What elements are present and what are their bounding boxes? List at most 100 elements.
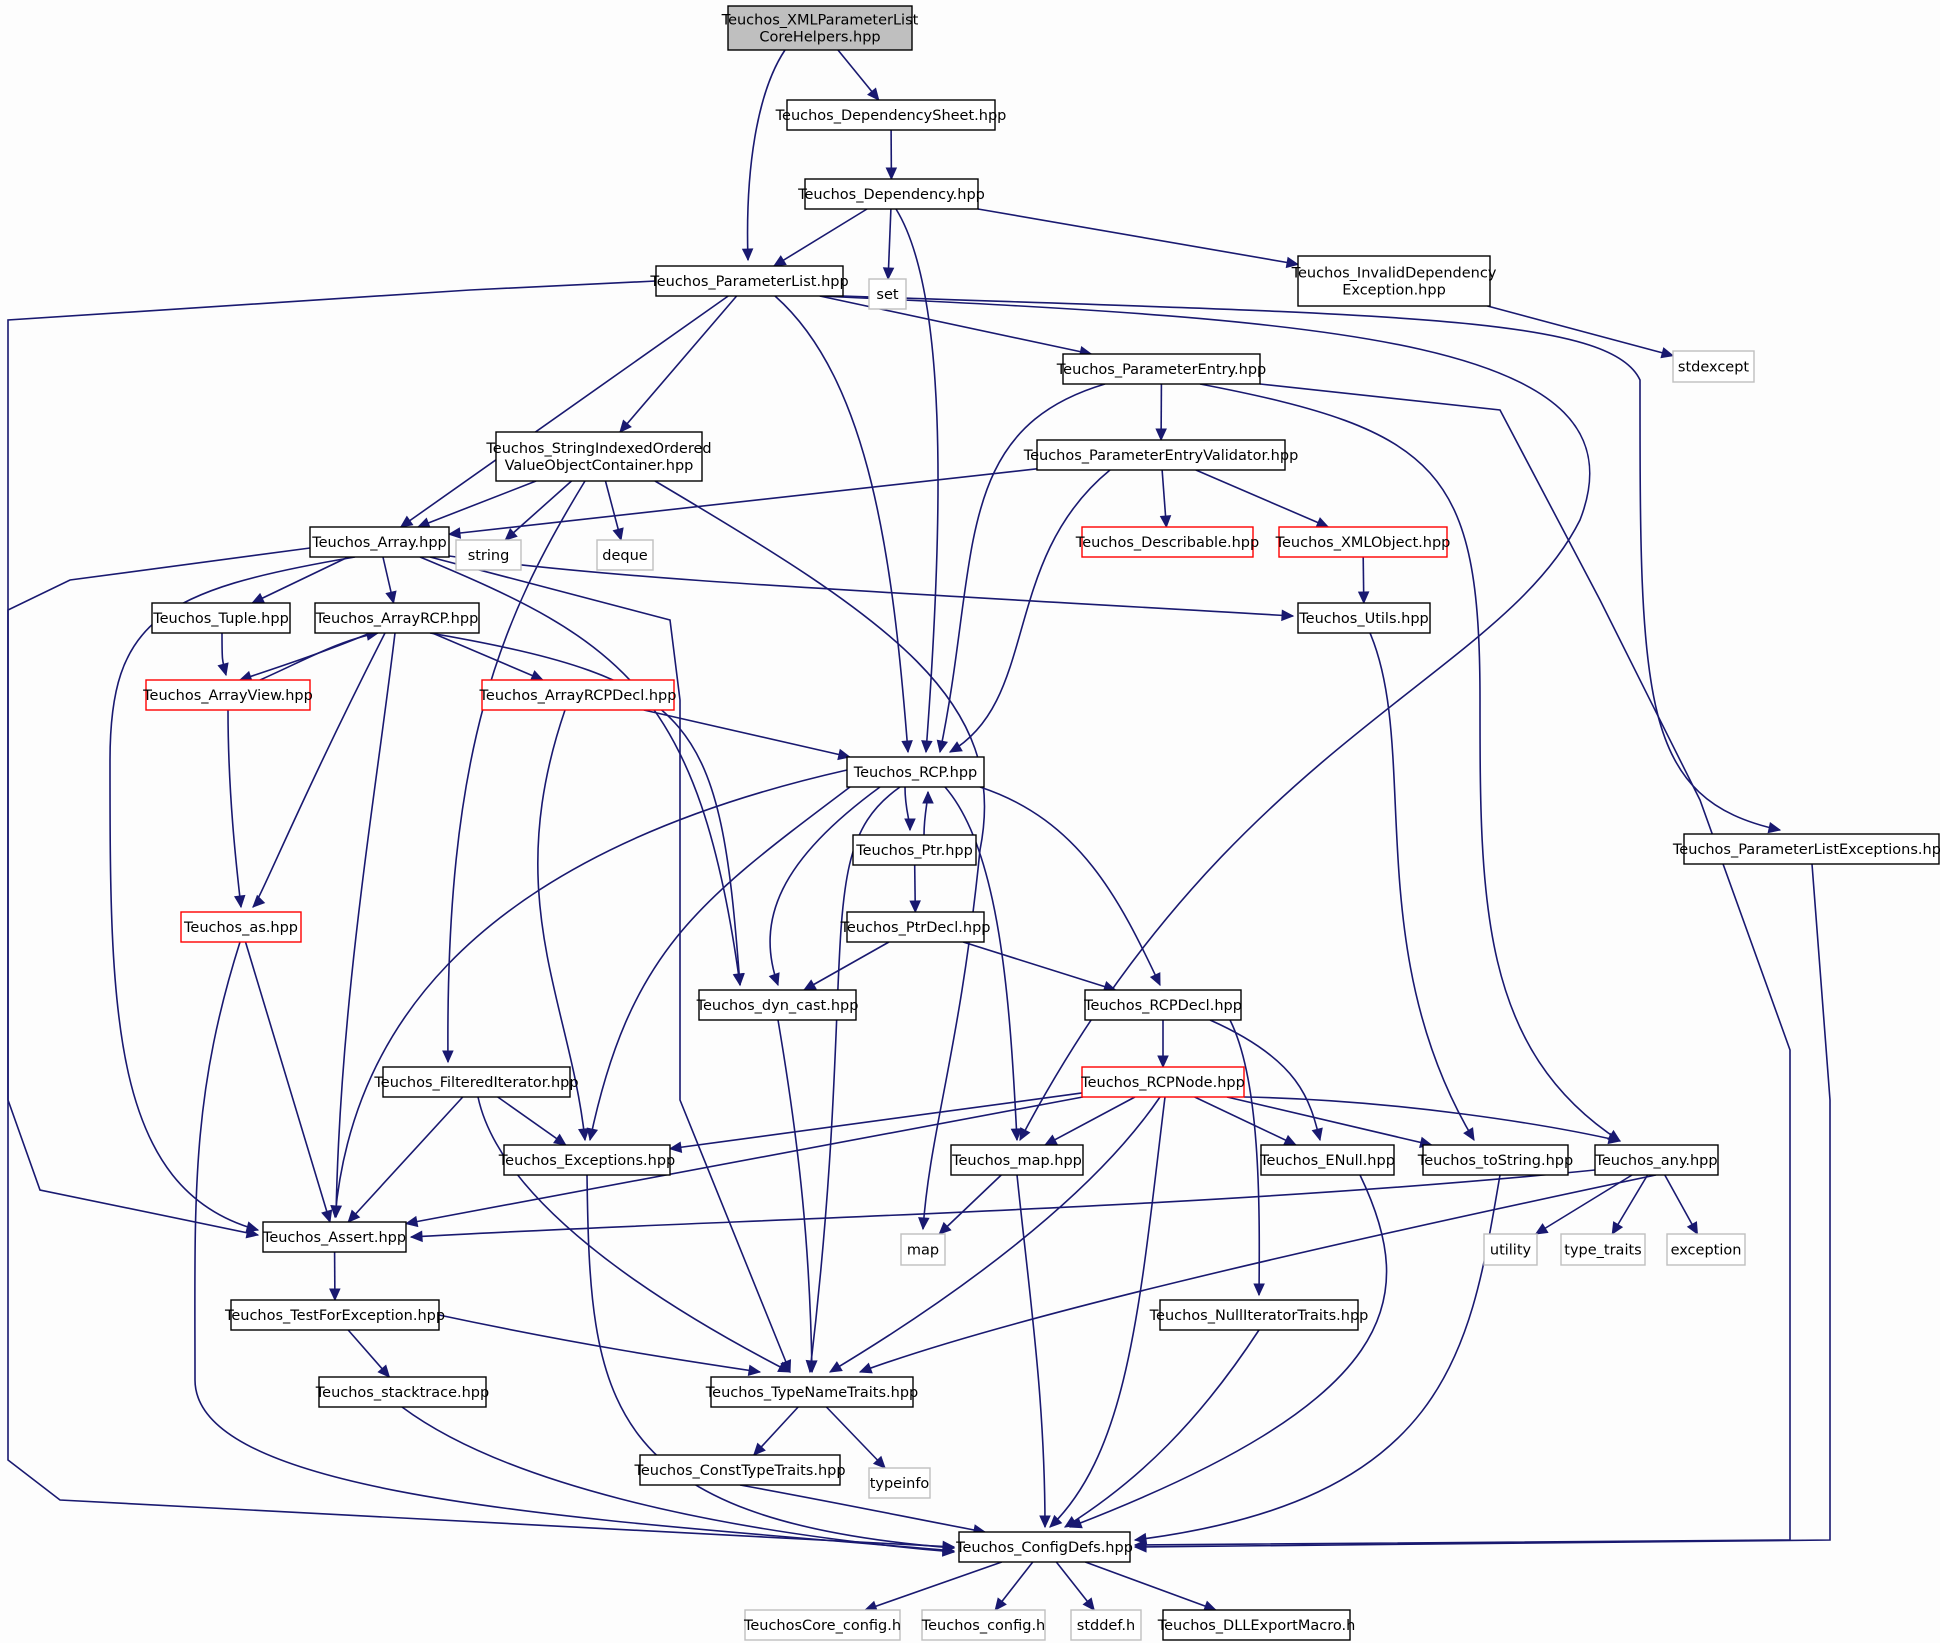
edge-arrowhead [1534, 1223, 1549, 1235]
edge-arrowhead [909, 900, 921, 914]
node-label: Teuchos_Ptr.hpp [855, 843, 973, 859]
edge-arrowhead [1463, 1127, 1475, 1142]
node-label: deque [602, 548, 648, 564]
node-rcp[interactable]: Teuchos_RCP.hpp [846, 756, 985, 788]
edge-line [1064, 1329, 1260, 1528]
edge-line [7, 547, 955, 1548]
node-ptr[interactable]: Teuchos_Ptr.hpp [852, 834, 977, 866]
node-box [503, 1144, 671, 1176]
node-label: Teuchos_ArrayRCPDecl.hpp [479, 688, 677, 704]
node-arcp[interactable]: Teuchos_ArrayRCP.hpp [314, 602, 480, 634]
edge-line [448, 468, 1038, 536]
edge-arrowhead [936, 739, 949, 754]
node-label: Teuchos_dyn_cast.hpp [696, 998, 859, 1014]
node-tuple[interactable]: Teuchos_Tuple.hpp [151, 602, 291, 634]
edge-pl-to-sio [619, 295, 738, 433]
edge-arrowhead [1133, 1532, 1148, 1545]
edge-arrowhead [1159, 515, 1172, 529]
node-utility: utility [1483, 1233, 1538, 1266]
edge-filt-to-exc [497, 1096, 567, 1146]
edge-arrowhead [882, 267, 895, 281]
edge-arrowhead [768, 972, 780, 987]
edge-arrowhead [858, 1362, 873, 1374]
edge-line [1134, 863, 1831, 1548]
node-box [318, 1376, 487, 1408]
node-sio[interactable]: Teuchos_StringIndexedOrderedValueObjectC… [485, 431, 712, 482]
node-utils[interactable]: Teuchos_Utils.hpp [1297, 602, 1431, 634]
node-label: Teuchos_DependencySheet.hpp [775, 108, 1007, 124]
node-tmap[interactable]: Teuchos_map.hpp [950, 1144, 1084, 1176]
edge-line [669, 1092, 1083, 1150]
node-label: utility [1490, 1243, 1532, 1259]
node-box [868, 1467, 931, 1499]
edge-arcp-to-as [252, 632, 386, 908]
node-label: Teuchos_ConstTypeTraits.hpp [633, 1463, 845, 1479]
node-cfg[interactable]: Teuchos_ConfigDefs.hpp [955, 1531, 1133, 1563]
node-av[interactable]: Teuchos_ArrayView.hpp [142, 679, 313, 711]
node-any[interactable]: Teuchos_any.hpp [1594, 1144, 1719, 1176]
edge-array-to-utils [448, 555, 1295, 622]
node-label: Teuchos_ArrayView.hpp [142, 688, 313, 704]
node-label: Teuchos_Describable.hpp [1075, 535, 1259, 551]
edge-pl-to-rcp [774, 295, 913, 754]
node-ctt[interactable]: Teuchos_ConstTypeTraits.hpp [633, 1454, 846, 1486]
node-enull[interactable]: Teuchos_ENull.hpp [1259, 1144, 1395, 1176]
node-exc[interactable]: Teuchos_Exceptions.hpp [498, 1144, 675, 1176]
node-ptrdecl[interactable]: Teuchos_PtrDecl.hpp [839, 911, 991, 943]
node-tfe[interactable]: Teuchos_TestForException.hpp [224, 1299, 445, 1331]
edge-line [448, 555, 1294, 617]
node-label: Teuchos_ENull.hpp [1259, 1153, 1395, 1169]
edge-arrowhead [329, 1288, 341, 1302]
edge-line [777, 1019, 813, 1373]
node-box [921, 1609, 1046, 1641]
node-rcpdecl[interactable]: Teuchos_RCPDecl.hpp [1083, 989, 1242, 1021]
edge-arrowhead [1019, 1127, 1031, 1142]
node-filt[interactable]: Teuchos_FilteredIterator.hpp [373, 1066, 579, 1098]
edge-rcpnode-to-any [1243, 1096, 1622, 1145]
node-pe[interactable]: Teuchos_ParameterEntry.hpp [1056, 353, 1267, 385]
node-array[interactable]: Teuchos_Array.hpp [309, 526, 450, 558]
node-plexc[interactable]: Teuchos_ParameterListExceptions.hpp [1672, 833, 1940, 865]
node-stack[interactable]: Teuchos_stacktrace.hpp [315, 1376, 489, 1408]
node-dyncast[interactable]: Teuchos_dyn_cast.hpp [696, 989, 859, 1021]
node-label: stddef.h [1077, 1618, 1135, 1634]
edge-arrowhead [806, 1360, 818, 1374]
node-label: Teuchos_FilteredIterator.hpp [373, 1075, 578, 1091]
edge-arrowhead [777, 1361, 792, 1373]
node-depsheet[interactable]: Teuchos_DependencySheet.hpp [775, 99, 1007, 131]
node-pl[interactable]: Teuchos_ParameterList.hpp [649, 265, 849, 297]
node-label: Teuchos_RCP.hpp [853, 765, 978, 781]
edge-pev-to-rcp [948, 469, 1111, 753]
node-label: Teuchos_StringIndexedOrdered [485, 441, 711, 457]
node-map: map [900, 1233, 946, 1266]
node-assert[interactable]: Teuchos_Assert.hpp [262, 1221, 407, 1253]
node-desc[interactable]: Teuchos_Describable.hpp [1075, 526, 1259, 558]
edge-arrowhead [252, 894, 266, 908]
node-arcpdecl[interactable]: Teuchos_ArrayRCPDecl.hpp [479, 679, 677, 711]
edge-arrowhead [867, 87, 880, 101]
node-tnt[interactable]: Teuchos_TypeNameTraits.hpp [705, 1376, 918, 1408]
edge-line [1044, 1096, 1136, 1146]
node-dep[interactable]: Teuchos_Dependency.hpp [797, 178, 985, 210]
edge-line [829, 1096, 1161, 1373]
node-label: Teuchos_RCPNode.hpp [1080, 1075, 1245, 1091]
edge-line [334, 769, 848, 1218]
node-nit[interactable]: Teuchos_NullIteratorTraits.hpp [1149, 1299, 1369, 1331]
node-tostr[interactable]: Teuchos_toString.hpp [1417, 1144, 1573, 1176]
edge-line [1049, 1096, 1166, 1528]
edge-rcp-to-exc [586, 786, 851, 1142]
edge-line [586, 1174, 955, 1549]
node-stddef: stddef.h [1070, 1609, 1142, 1641]
edge-arrowhead [1063, 1515, 1078, 1528]
node-as[interactable]: Teuchos_as.hpp [180, 911, 302, 943]
node-rcpnode[interactable]: Teuchos_RCPNode.hpp [1080, 1066, 1245, 1098]
node-dll[interactable]: Teuchos_DLLExportMacro.h [1157, 1609, 1356, 1641]
node-xmlobj[interactable]: Teuchos_XMLObject.hpp [1275, 526, 1451, 558]
edge-tnt-to-typeinfo [825, 1406, 886, 1469]
edge-tnt-to-ctt [753, 1406, 799, 1456]
edge-pl-to-plexc [842, 295, 1782, 834]
node-box [655, 265, 844, 297]
node-pev[interactable]: Teuchos_ParameterEntryValidator.hpp [1023, 439, 1299, 471]
